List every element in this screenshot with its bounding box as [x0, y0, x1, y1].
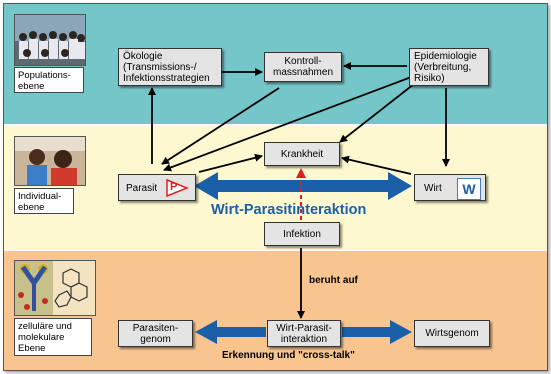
- oekologie-box: Ökologie (Transmissions-/ Infektionsstra…: [118, 48, 222, 86]
- parasit-icon-letter: P: [170, 181, 178, 193]
- individual-level-label: Individual- ebene: [14, 188, 74, 214]
- erkennung-double-arrow: [195, 320, 412, 344]
- kontrollmassnahmen-box: Kontroll- massnahmen: [264, 52, 342, 82]
- wirt-parasit-double-arrow: [194, 172, 412, 200]
- krankheit-box: Krankheit: [264, 142, 340, 166]
- diagram-frame: Populations- ebene Individual- ebene zel…: [3, 3, 548, 371]
- arrows-layer: [148, 62, 450, 344]
- parasitengenom-box: Parasiten- genom: [118, 320, 193, 347]
- parasit-box: Parasit P: [118, 174, 196, 201]
- band-separator: [4, 249, 547, 251]
- epidemiologie-box: Epidemiologie (Verbreitung, Risiko): [409, 48, 489, 86]
- molecular-level-label: zelluläre und molekulare Ebene: [14, 318, 92, 356]
- wirtsgenom-box: Wirtsgenom: [414, 320, 490, 347]
- people-crowd-photo: [14, 14, 86, 66]
- beruht-auf-label: beruht auf: [309, 275, 358, 286]
- children-photo: [14, 136, 86, 186]
- wirt-parasitinteraktion-label: Wirt-Parasitinteraktion: [211, 202, 367, 218]
- molecular-structure-photo: [14, 260, 96, 316]
- host-w-icon: W: [457, 178, 481, 200]
- infektion-box: Infektion: [264, 222, 340, 246]
- wirt-parasit-interaktion-box: Wirt-Parasit- interaktion: [267, 320, 341, 347]
- wirt-box: Wirt W: [414, 174, 486, 201]
- population-level-label: Populations- ebene: [14, 67, 84, 93]
- parasite-triangle-icon: P: [165, 178, 190, 198]
- parasit-label: Parasit: [126, 183, 158, 194]
- wirt-label: Wirt: [424, 183, 442, 194]
- band-separator: [4, 124, 547, 126]
- erkennung-label: Erkennung und "cross-talk": [222, 350, 355, 361]
